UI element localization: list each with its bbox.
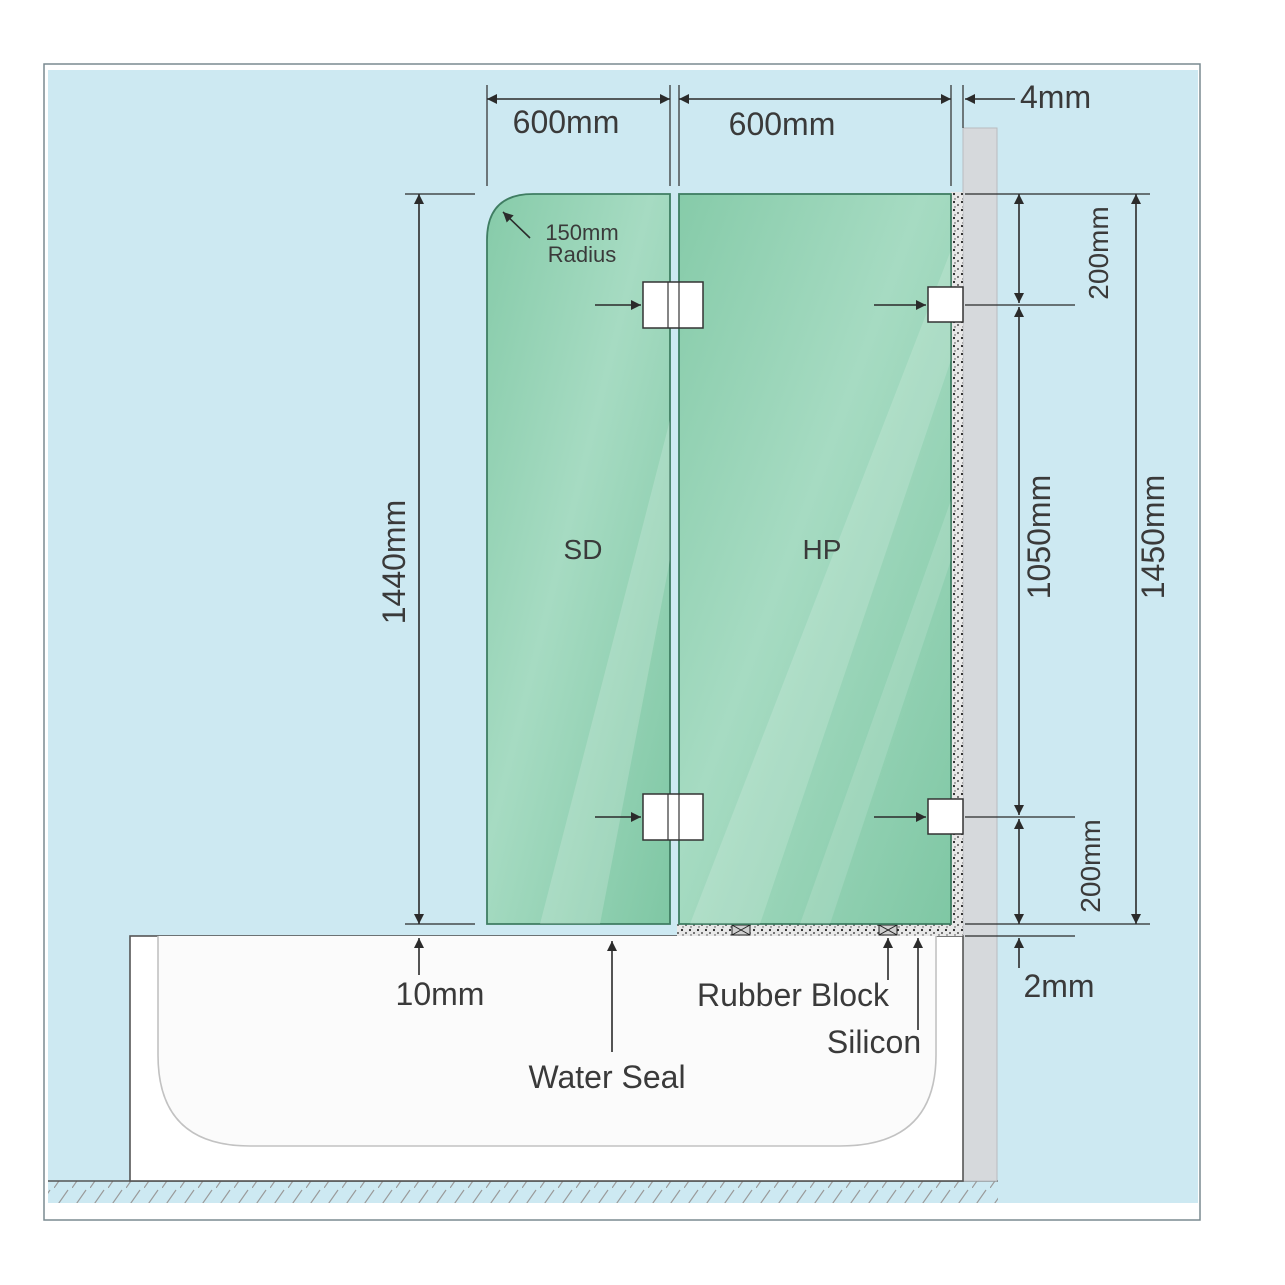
- label-water-seal: Water Seal: [528, 1059, 685, 1095]
- label-panel-hp: HP: [803, 534, 842, 565]
- label-hinge-bottom-offset: 200mm: [1075, 819, 1106, 912]
- wall-bracket-top: [927, 286, 964, 323]
- glare-hp: [690, 250, 951, 924]
- radius-pointer: [502, 211, 531, 239]
- rubber-block-right: [878, 924, 898, 936]
- label-silicon: Silicon: [827, 1024, 921, 1060]
- wall: [962, 127, 998, 1182]
- label-hinge-spacing: 1050mm: [1021, 475, 1057, 600]
- floor: [48, 1181, 998, 1203]
- label-radius-value: 150mm: [545, 220, 618, 245]
- label-bath-gap-left: 10mm: [396, 976, 485, 1012]
- wall-bracket-bottom: [927, 798, 964, 835]
- label-wall-gap: 4mm: [1020, 79, 1091, 115]
- label-width-left: 600mm: [513, 104, 620, 140]
- hinge-top: [642, 281, 704, 329]
- label-height-right: 1450mm: [1135, 475, 1171, 600]
- seal-strip: [677, 924, 963, 936]
- glare-sd: [540, 420, 670, 924]
- label-hinge-top-offset: 200mm: [1083, 206, 1114, 299]
- bath-inner-curve: [157, 936, 937, 1147]
- glass-panel-hp: [678, 193, 952, 925]
- label-panel-sd: SD: [564, 534, 603, 565]
- silicon-strip: [951, 192, 963, 934]
- label-bath-gap-right: 2mm: [1023, 968, 1094, 1004]
- glare-hp-2: [800, 500, 951, 924]
- label-width-right: 600mm: [729, 106, 836, 142]
- label-rubber-block: Rubber Block: [697, 977, 890, 1013]
- label-height-left: 1440mm: [376, 500, 412, 625]
- rubber-block-left: [731, 924, 751, 936]
- label-radius-word: Radius: [548, 242, 616, 267]
- glass-panel-sd: [486, 193, 671, 925]
- hinge-bottom: [642, 793, 704, 841]
